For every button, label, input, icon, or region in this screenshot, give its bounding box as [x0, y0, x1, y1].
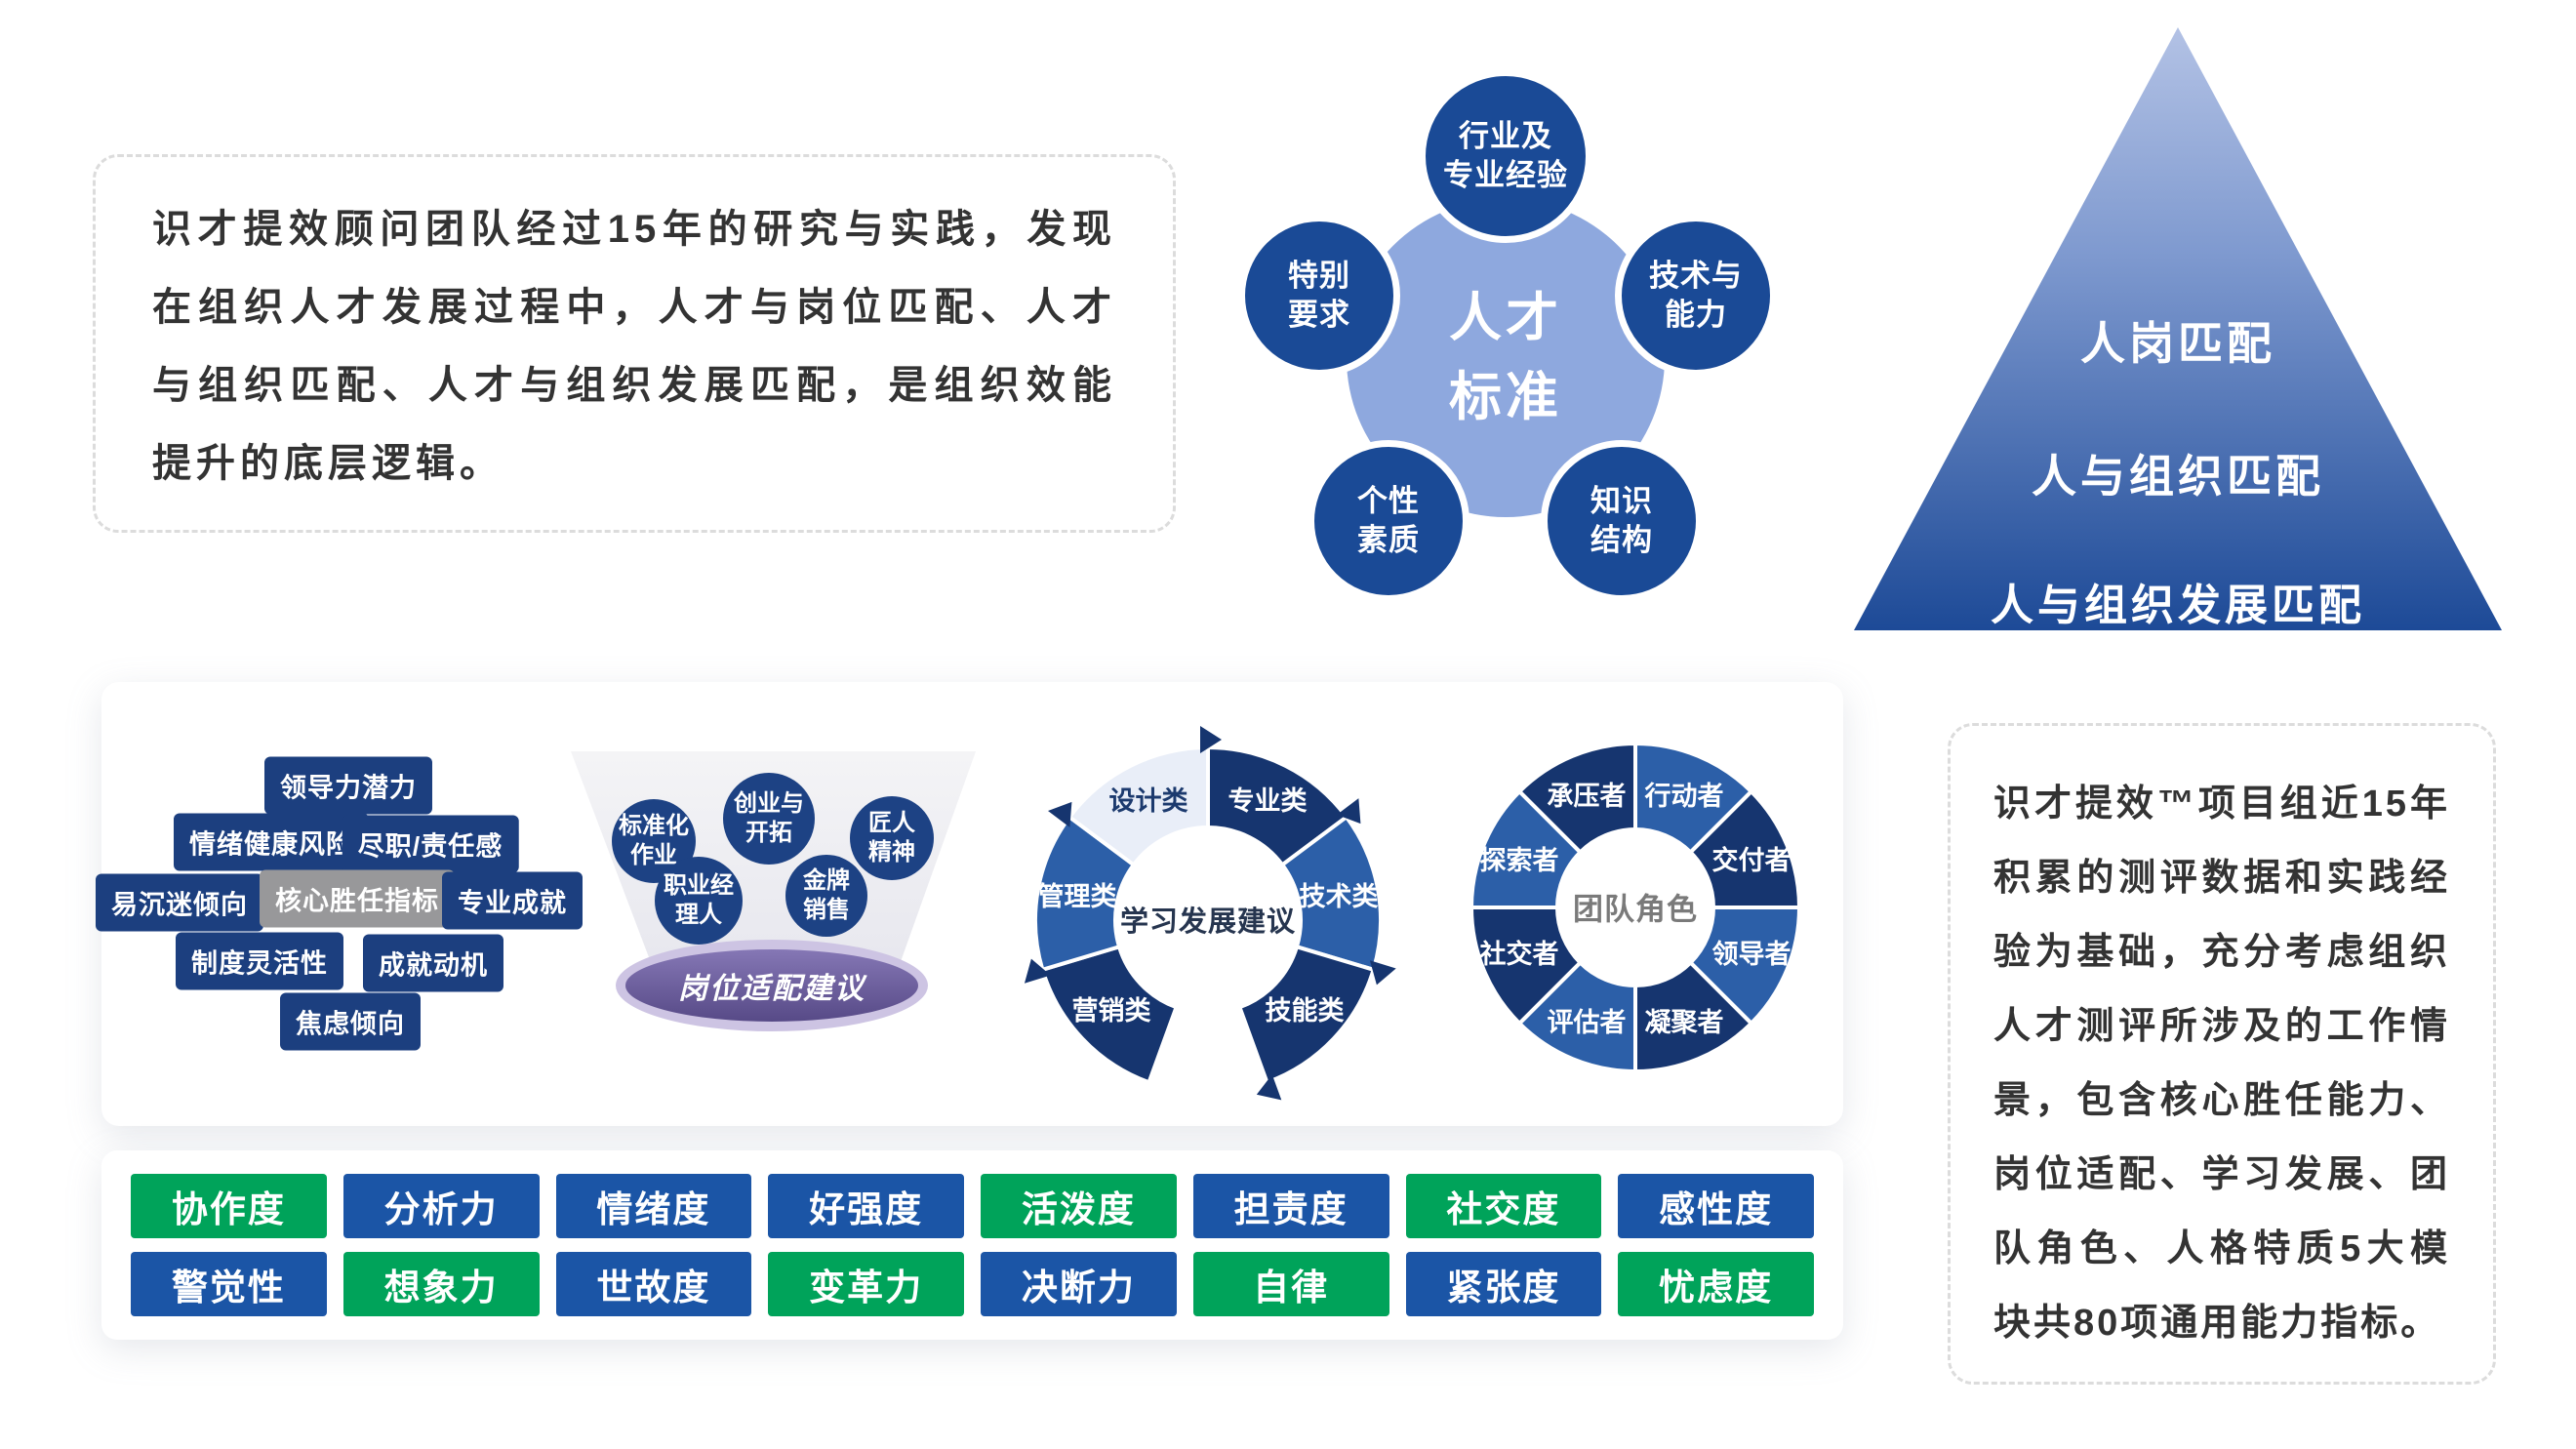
- bubble-entrepreneurship: 创业与 开拓: [723, 773, 815, 865]
- bubble-professional-manager: 职业经 理人: [655, 857, 743, 945]
- chip-system-flexibility: 制度灵活性: [176, 932, 343, 990]
- indicator-chip: 想象力: [342, 1252, 540, 1316]
- indicator-chip: 社交度: [1405, 1174, 1602, 1238]
- talent-standard-line1: 人才: [1449, 289, 1562, 347]
- indicator-chip: 紧张度: [1405, 1252, 1602, 1316]
- satellite-personality: 个性 素质: [1308, 440, 1469, 602]
- arrow-icon: [1200, 726, 1222, 753]
- bubble-label-line: 创业与: [734, 790, 804, 817]
- indicator-chip: 分析力: [342, 1174, 540, 1238]
- bubble-label-line: 开拓: [745, 820, 792, 846]
- satellite-label-line: 结构: [1590, 523, 1653, 557]
- team-label-socializer: 社交者: [1480, 939, 1559, 969]
- chip-leadership-potential: 领导力潜力: [264, 756, 432, 815]
- learning-label-design: 设计类: [1109, 786, 1188, 816]
- satellite-label-line: 特别: [1288, 258, 1350, 293]
- satellite-special-requirements: 特别 要求: [1238, 215, 1400, 377]
- satellite-label-line: 个性: [1357, 483, 1420, 518]
- bubble-label-line: 匠人: [868, 810, 915, 836]
- indicator-chip: 警觉性: [131, 1252, 327, 1316]
- team-label-pressure-bearer: 承压者: [1548, 782, 1627, 811]
- pyramid-level-1: 人岗匹配: [2080, 318, 2275, 369]
- chip-emotional-health-risk: 情绪健康风险: [174, 813, 369, 871]
- position-fit-stage: 岗位适配建议: [616, 940, 928, 1031]
- satellite-knowledge-structure: 知识 结构: [1541, 440, 1703, 602]
- chip-anxiety-tendency: 焦虑倾向: [280, 992, 421, 1051]
- pyramid-level-3: 人与组织发展匹配: [1991, 582, 2365, 629]
- team-label-explorer: 探索者: [1480, 846, 1559, 875]
- intro-text-box: 识才提效顾问团队经过15年的研究与实践，发现在组织人才发展过程中，人才与岗位匹配…: [93, 154, 1176, 533]
- indicators-card: 协作度 分析力 情绪度 好强度 活泼度 担责度 社交度 感性度 警觉性 想象力 …: [101, 1150, 1843, 1340]
- satellite-label-line: 专业经验: [1443, 158, 1568, 192]
- satellite-industry-experience: 行业及 专业经验: [1419, 69, 1592, 243]
- bubble-label-line: 职业经: [664, 872, 734, 899]
- indicator-chip: 协作度: [131, 1174, 327, 1238]
- satellite-label-line: 素质: [1357, 523, 1420, 557]
- arrow-icon: [1337, 798, 1361, 825]
- team-segment-explorer: [1469, 788, 1584, 909]
- team-roles-diagram: 承压者 行动者 交付者 领导者 凝聚者 评估者 社交者 探索者 团队角色: [1469, 741, 1802, 1074]
- indicator-chip: 担责度: [1192, 1174, 1389, 1238]
- team-label-leader: 领导者: [1712, 940, 1791, 969]
- learning-label-professional: 专业类: [1228, 786, 1308, 816]
- bubble-label-line: 精神: [868, 839, 915, 865]
- indicator-chip: 活泼度: [981, 1174, 1177, 1238]
- indicator-chip: 忧虑度: [1618, 1252, 1814, 1316]
- satellite-label-line: 行业及: [1459, 118, 1552, 153]
- satellite-skills-ability: 技术与 能力: [1615, 215, 1777, 377]
- bubble-gold-sales: 金牌 销售: [785, 855, 867, 937]
- indicator-chip: 自律: [1192, 1252, 1389, 1316]
- modules-card: 领导力潜力 情绪健康风险 尽职/责任感 易沉迷倾向 核心胜任指标 专业成就 制度…: [96, 682, 1843, 1126]
- matching-pyramid: 人岗匹配 人与组织匹配 人与组织发展匹配: [1854, 27, 2502, 630]
- talent-standard-line2: 标准: [1449, 368, 1562, 426]
- indicator-chip: 决断力: [981, 1252, 1177, 1316]
- bubble-standardized-work: 标准化 作业: [612, 799, 696, 883]
- learning-label-skill: 技能类: [1266, 995, 1345, 1026]
- chip-achievement-motivation: 成就动机: [363, 934, 503, 992]
- team-label-action-taker: 行动者: [1644, 781, 1724, 811]
- indicator-chip: 感性度: [1618, 1174, 1814, 1238]
- arrow-icon: [1256, 1074, 1282, 1101]
- learning-label-management: 管理类: [1038, 882, 1117, 911]
- talent-standard-diagram: 人才 标准 行业及 专业经验 特别 要求 技术与 能力 个性 素质 知识 结构: [1210, 59, 1834, 683]
- bubble-label-line: 理人: [675, 902, 722, 928]
- position-fit-label: 岗位适配建议: [678, 973, 865, 1005]
- satellite-label-line: 能力: [1665, 298, 1727, 332]
- indicator-chip: 情绪度: [555, 1174, 752, 1238]
- intro-text: 识才提效顾问团队经过15年的研究与实践，发现在组织人才发展过程中，人才与岗位匹配…: [152, 208, 1116, 485]
- pyramid-level-2: 人与组织匹配: [2032, 451, 2324, 502]
- satellite-label-line: 要求: [1288, 298, 1350, 332]
- learning-development-diagram: 设计类 专业类 管理类 技术类 营销类 技能类 学习发展建议: [1024, 726, 1396, 1101]
- bubble-label-line: 作业: [630, 842, 677, 868]
- arrow-icon: [1369, 960, 1396, 986]
- bubble-craftsman-spirit: 匠人 精神: [850, 796, 934, 880]
- learning-center-label: 学习发展建议: [1120, 905, 1296, 938]
- team-label-cohesion-builder: 凝聚者: [1645, 1008, 1724, 1037]
- satellite-label-line: 技术与: [1649, 258, 1743, 293]
- chip-professional-achievement: 专业成就: [442, 871, 583, 930]
- chip-addiction-tendency: 易沉迷倾向: [96, 873, 263, 932]
- chip-core-competency-center: 核心胜任指标: [260, 869, 455, 928]
- team-label-deliverer: 交付者: [1712, 845, 1791, 875]
- indicator-chip: 好强度: [768, 1174, 964, 1238]
- arrow-icon: [1048, 801, 1072, 827]
- indicator-grid: 协作度 分析力 情绪度 好强度 活泼度 担责度 社交度 感性度 警觉性 想象力 …: [131, 1174, 1814, 1316]
- chip-diligence-responsibility: 尽职/责任感: [342, 815, 519, 873]
- indicator-chip: 变革力: [768, 1252, 964, 1316]
- team-label-evaluator: 评估者: [1548, 1008, 1627, 1037]
- summary-text: 识才提效™项目组近15年积累的测评数据和实践经验为基础，充分考虑组织人才测评所涉…: [1993, 784, 2450, 1344]
- learning-label-marketing: 营销类: [1072, 996, 1151, 1026]
- bubble-label-line: 销售: [803, 897, 850, 923]
- bubble-label-line: 标准化: [619, 813, 689, 839]
- arrow-icon: [1024, 958, 1051, 984]
- summary-text-box: 识才提效™项目组近15年积累的测评数据和实践经验为基础，充分考虑组织人才测评所涉…: [1948, 723, 2496, 1385]
- bubble-label-line: 金牌: [803, 867, 850, 894]
- indicator-chip: 世故度: [555, 1252, 752, 1316]
- satellite-label-line: 知识: [1590, 483, 1653, 518]
- team-center-label: 团队角色: [1573, 893, 1698, 927]
- learning-label-technical: 技术类: [1300, 882, 1379, 911]
